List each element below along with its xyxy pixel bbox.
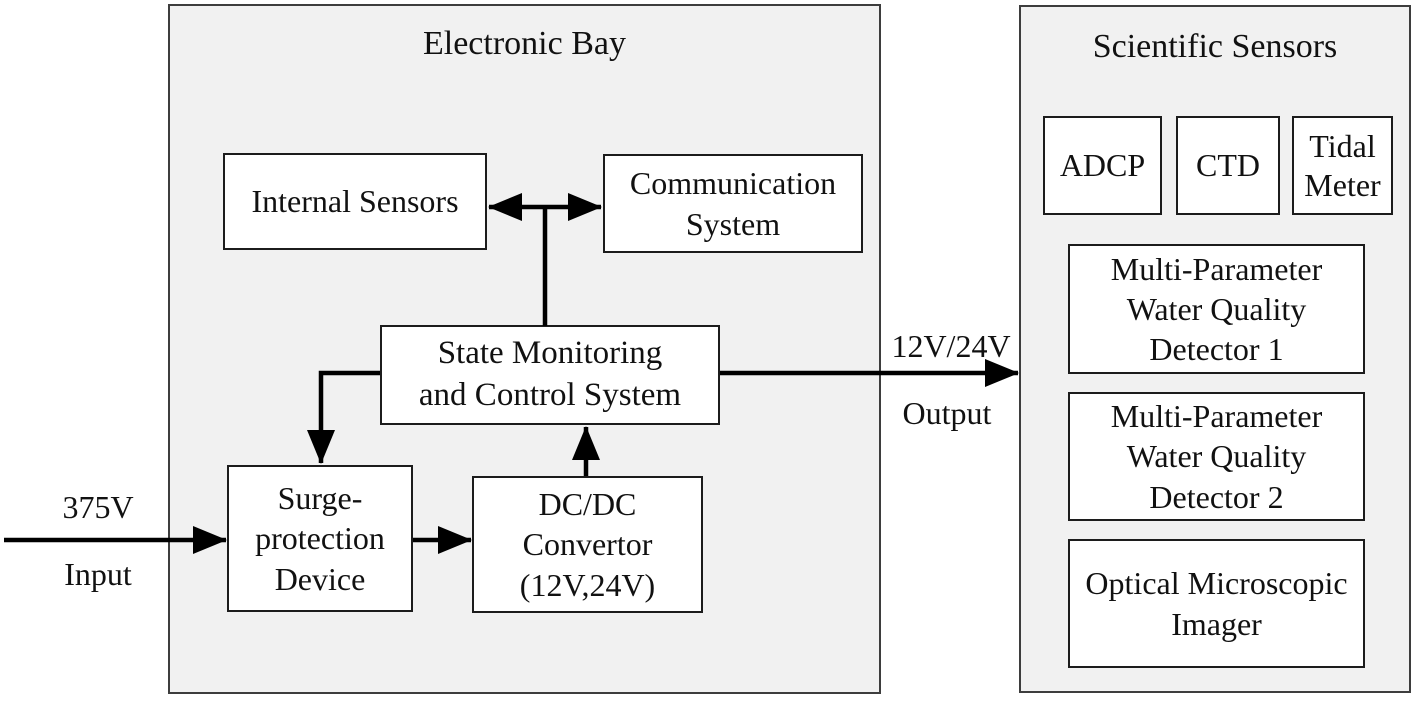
node-water-quality-detector-2-line1: Multi-Parameter [1110, 398, 1323, 435]
node-water-quality-detector-1-line3: Detector 1 [1149, 331, 1284, 368]
node-state-monitoring-line1: State Monitoring [437, 335, 663, 372]
node-dcdc-convertor-line3: (12V,24V) [519, 566, 656, 603]
input-label: Input [64, 556, 132, 592]
node-surge-protection-line2: protection [255, 520, 385, 557]
node-ctd-label: CTD [1196, 147, 1260, 184]
node-optical-microscopic-imager-line2: Imager [1171, 605, 1262, 642]
electronic-bay-title: Electronic Bay [423, 25, 626, 62]
node-surge-protection-line1: Surge- [277, 480, 363, 517]
input-voltage-label: 375V [62, 489, 134, 525]
node-tidal-meter: Tidal Meter [1292, 116, 1393, 215]
scientific-sensors-title: Scientific Sensors [1092, 28, 1338, 65]
node-water-quality-detector-2-line2: Water Quality [1126, 438, 1307, 475]
node-state-monitoring-line2: and Control System [418, 377, 682, 413]
node-adcp: ADCP [1043, 116, 1162, 215]
node-communication-system-line2: System [685, 205, 781, 242]
node-internal-sensors: Internal Sensors [223, 153, 487, 250]
node-water-quality-detector-1: Multi-Parameter Water Quality Detector 1 [1068, 244, 1365, 374]
node-ctd: CTD [1176, 116, 1280, 215]
node-surge-protection-line3: Device [274, 560, 366, 597]
node-water-quality-detector-1-line1: Multi-Parameter [1110, 250, 1323, 287]
node-adcp-label: ADCP [1059, 147, 1146, 184]
node-communication-system: Communication System [603, 154, 863, 253]
output-label: Output [902, 395, 992, 431]
node-dcdc-convertor: DC/DC Convertor (12V,24V) [472, 476, 703, 613]
node-tidal-meter-line2: Meter [1304, 166, 1381, 203]
node-dcdc-convertor-line2: Convertor [522, 526, 653, 563]
node-water-quality-detector-2: Multi-Parameter Water Quality Detector 2 [1068, 392, 1365, 521]
node-water-quality-detector-1-line2: Water Quality [1126, 290, 1307, 327]
node-water-quality-detector-2-line3: Detector 2 [1149, 478, 1284, 515]
node-surge-protection: Surge- protection Device [227, 465, 413, 612]
node-optical-microscopic-imager: Optical Microscopic Imager [1068, 539, 1365, 668]
node-internal-sensors-label: Internal Sensors [251, 183, 459, 220]
node-state-monitoring: State Monitoring and Control System [380, 325, 720, 425]
node-optical-microscopic-imager-line1: Optical Microscopic [1085, 565, 1348, 602]
node-dcdc-convertor-line1: DC/DC [538, 486, 637, 523]
node-tidal-meter-line1: Tidal [1309, 128, 1376, 165]
node-communication-system-line1: Communication [629, 165, 837, 202]
output-voltage-label: 12V/24V [891, 328, 1011, 364]
